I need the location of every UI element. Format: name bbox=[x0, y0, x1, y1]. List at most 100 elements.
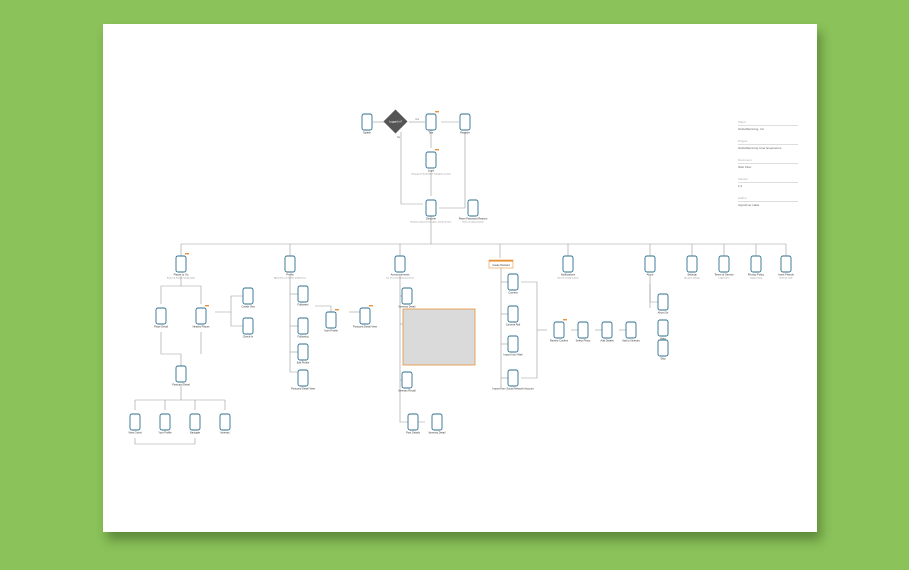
phone-screen-icon bbox=[459, 113, 471, 131]
node-label: Profile bbox=[286, 273, 294, 277]
flow-node-post-details: Post Details bbox=[406, 413, 421, 435]
connector-lines bbox=[134, 121, 787, 445]
flow-node-skip: Skip bbox=[657, 339, 669, 361]
phone-screen-icon bbox=[401, 371, 413, 389]
meta-project-label: Project bbox=[738, 139, 798, 145]
node-label: Itinerary Recall bbox=[398, 389, 416, 393]
node-description: Using your Facebook or Instagram account bbox=[411, 173, 451, 176]
node-label: Following bbox=[298, 335, 310, 339]
node-label: Camera bbox=[508, 291, 518, 295]
flow-node-nearby-places: Nearby Places bbox=[193, 305, 211, 329]
phone-screen-icon bbox=[657, 339, 669, 357]
flow-node-following: Following bbox=[297, 317, 310, 339]
node-label: Import from Social Network Account bbox=[492, 387, 534, 391]
flow-node-import-social: Import from Social Network Account bbox=[492, 369, 534, 391]
node-label: Help bbox=[660, 337, 666, 341]
flow-node-visit-checkin: Check-In bbox=[242, 317, 254, 339]
phone-screen-icon bbox=[657, 293, 669, 311]
phone-screen-icon bbox=[189, 413, 201, 431]
phone-screen-icon bbox=[361, 113, 373, 131]
flow-node-import-from-web: Import from Web bbox=[503, 335, 523, 357]
node-label: Review Confirm bbox=[550, 339, 568, 343]
status-badge bbox=[185, 253, 189, 255]
node-label: Postcard Detail bbox=[172, 383, 190, 387]
node-label: Create Visit bbox=[241, 305, 255, 309]
phone-screen-icon bbox=[718, 255, 730, 273]
node-label: Followers bbox=[297, 303, 309, 307]
create-postcard-badge-bar bbox=[489, 260, 513, 262]
phone-screen-icon bbox=[467, 199, 479, 217]
phone-screen-icon bbox=[297, 285, 309, 303]
phone-screen-icon bbox=[750, 255, 762, 273]
flow-node-navigate: Navigate bbox=[189, 413, 201, 435]
status-badge bbox=[563, 319, 567, 321]
node-label: Register bbox=[460, 131, 470, 135]
flow-node-splash: Splash bbox=[361, 113, 373, 135]
node-description: Recent activity & alerts bbox=[557, 277, 578, 280]
phone-screen-icon bbox=[219, 413, 231, 431]
flow-node-help: Help bbox=[657, 319, 669, 341]
status-badge bbox=[335, 309, 339, 311]
node-label: Login bbox=[428, 169, 435, 173]
node-label: Import from Web bbox=[503, 353, 523, 357]
node-label: Post Details bbox=[406, 431, 421, 435]
node-label: Postcard Detail View bbox=[353, 325, 377, 329]
node-description: Legal privacy bbox=[750, 277, 763, 280]
node-label: Add Details bbox=[600, 339, 614, 343]
flow-node-edit-profile: Edit Profile bbox=[297, 343, 310, 365]
phone-screen-icon bbox=[507, 273, 519, 291]
phone-screen-icon bbox=[601, 321, 613, 339]
flow-node-postcard-detail-view: Postcard Detail View bbox=[353, 305, 377, 329]
flow-node-register: Register bbox=[459, 113, 471, 135]
node-label: Itinerary bbox=[220, 431, 230, 435]
meta-client-label: Client bbox=[738, 120, 798, 126]
flow-node-followers: Followers bbox=[297, 285, 309, 307]
node-description: Search & browse nearby spots bbox=[167, 277, 195, 280]
meta-author-label: Author bbox=[738, 196, 798, 202]
node-label: Nearby Places bbox=[193, 325, 211, 329]
flow-node-tour: Tour bbox=[425, 111, 439, 135]
phone-screen-icon bbox=[325, 311, 337, 329]
node-label: Privacy Policy bbox=[748, 273, 765, 277]
node-label: Settings bbox=[687, 273, 697, 277]
flow-node-create-visit: Create Visit bbox=[241, 287, 255, 309]
yes-label: Yes bbox=[415, 118, 420, 121]
node-description: About the user & their preferences bbox=[274, 277, 306, 280]
flow-node-about-us: About Us bbox=[657, 293, 669, 315]
phone-screen-icon bbox=[686, 255, 698, 273]
flow-node-camera-roll2: Camera Roll bbox=[506, 305, 521, 327]
flow-node-add-details: Add Details bbox=[600, 321, 614, 343]
flow-node-itinerary-detail: Itinerary Detail bbox=[399, 287, 416, 309]
phone-screen-icon bbox=[359, 307, 371, 325]
flow-node-camera: Camera bbox=[507, 273, 519, 295]
phone-screen-icon bbox=[780, 255, 792, 273]
node-description: Legal terms bbox=[719, 277, 730, 280]
node-label: Terms of Service bbox=[714, 273, 734, 277]
phone-screen-icon bbox=[242, 317, 254, 335]
node-label: Your Profile bbox=[158, 431, 172, 435]
create-postcard-label: Create Postcard bbox=[492, 264, 510, 267]
phone-screen-icon bbox=[394, 255, 406, 273]
phone-screen-icon bbox=[297, 343, 309, 361]
decision-diamond bbox=[383, 109, 408, 134]
phone-screen-icon bbox=[297, 317, 309, 335]
node-description: Account settings bbox=[684, 277, 699, 280]
decision-label: Logged in? bbox=[389, 120, 402, 124]
node-label: Announcements bbox=[391, 273, 410, 277]
phone-screen-icon bbox=[129, 413, 141, 431]
phone-screen-icon bbox=[431, 413, 443, 431]
phone-screen-icon bbox=[553, 321, 565, 339]
highlight-box bbox=[402, 308, 476, 366]
